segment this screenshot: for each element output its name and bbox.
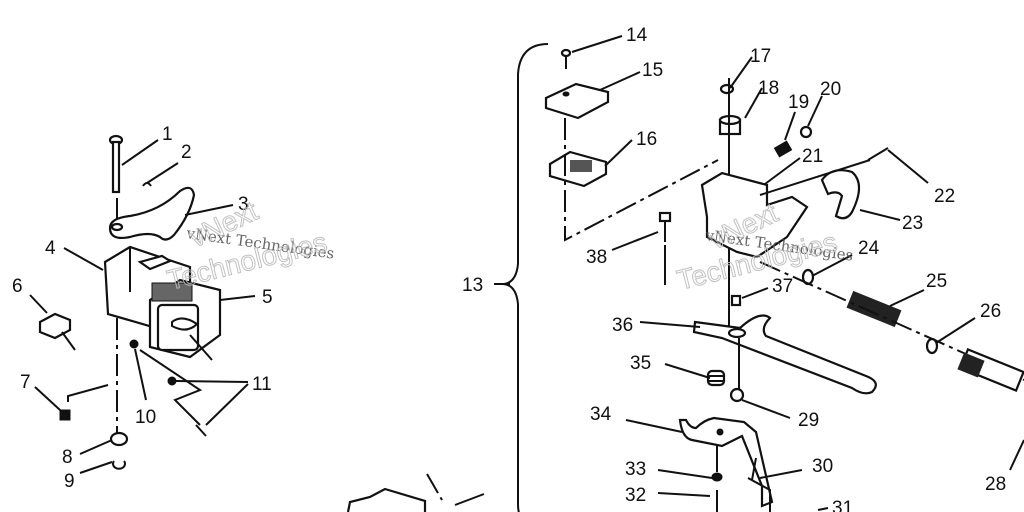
callout-3: 3 [238,194,249,215]
callout-14: 14 [626,25,648,46]
callout-36: 36 [612,315,633,336]
part-35-spring [706,369,726,387]
group-bracket [501,43,549,512]
part-25-spring [846,290,902,328]
part-22-bolt [867,147,889,161]
part-33-washer [711,472,723,482]
part-23-clamp [820,169,861,220]
part-1-pin [108,134,124,228]
part-37-pin [730,294,742,307]
callout-31: 31 [832,498,853,512]
callout-5: 5 [262,287,273,308]
callout-8: 8 [62,447,73,468]
callout-1: 1 [162,124,173,145]
callout-15: 15 [642,60,663,81]
left-assembly [29,134,256,474]
part-2-clip [142,182,152,187]
part-9-ring [112,460,126,470]
part-29-nut [729,387,745,403]
part-26-washer [925,337,939,355]
callout-17: 17 [750,46,771,67]
callout-38: 38 [586,247,607,268]
callout-34: 34 [590,404,612,425]
part-piston [957,348,1024,392]
callout-33: 33 [625,459,646,480]
callout-37: 37 [772,276,793,297]
callout-25: 25 [926,271,947,292]
part-15-cover [544,82,610,120]
callout-30: 30 [812,456,833,477]
callout-29: 29 [798,410,819,431]
part-8-washer [109,431,129,447]
callout-10: 10 [135,407,156,428]
callout-35: 35 [630,353,651,374]
callout-19: 19 [788,92,809,113]
callout-23: 23 [902,213,923,234]
part-10-screw [129,339,139,349]
callout-26: 26 [980,301,1001,322]
callout-32: 32 [625,485,646,506]
callout-9: 9 [64,471,75,492]
callout-16: 16 [636,129,657,150]
callout-28: 28 [985,474,1006,495]
part-14-screw [560,48,572,69]
callout-24: 24 [858,238,880,259]
callout-21: 21 [802,146,823,167]
part-6-connector [38,312,76,351]
watermark-right: vNext Technologies vNext Technologies [673,197,854,297]
callout-22: 22 [934,186,955,207]
part-38-bolt [658,211,672,285]
part-3-bracket [108,186,196,241]
callout-20: 20 [820,79,841,100]
callout-18: 18 [758,78,779,99]
callout-4: 4 [45,238,56,259]
callout-6: 6 [12,276,23,297]
partial-part-bottom [346,473,485,512]
callout-labels: 1 2 3 4 5 6 7 8 9 10 11 13 14 15 16 17 1… [12,25,1006,512]
callout-2: 2 [181,142,192,163]
part-11-screw-a [167,376,177,386]
callout-7: 7 [20,372,31,393]
part-21-body [700,171,809,259]
callout-13: 13 [462,275,483,296]
part-30-switch [747,457,771,512]
callout-11: 11 [252,374,272,395]
part-7-nut [59,409,71,421]
part-34-plate [678,416,774,508]
part-20-ball [799,125,813,139]
part-19-spring [773,140,793,158]
part-5-switch [148,278,222,361]
right-assembly [544,35,1024,512]
